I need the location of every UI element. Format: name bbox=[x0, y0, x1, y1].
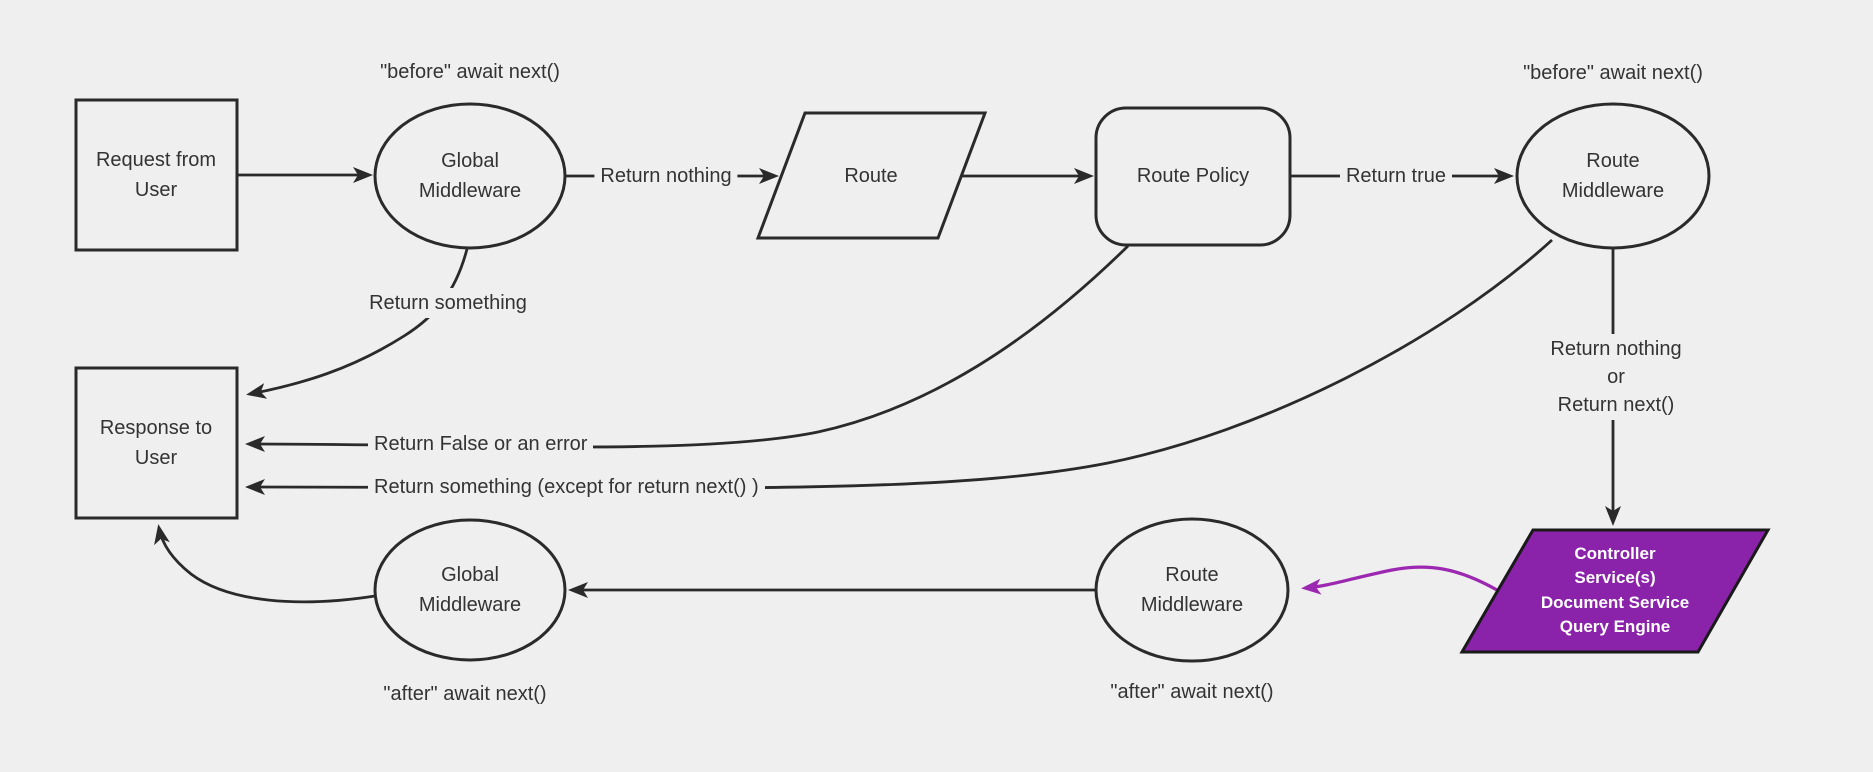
before-await-next-global-annotation: "before" await next() bbox=[380, 61, 560, 83]
route-middleware-top-node-shape bbox=[1515, 102, 1711, 250]
route-policy-node-label: Route Policy bbox=[1136, 165, 1250, 187]
global-middleware-top-node-shape bbox=[373, 102, 567, 250]
global-middleware-bottom-node-shape bbox=[373, 518, 567, 662]
return-nothing-or-next-edge-label: Return nothing or Return next() bbox=[1544, 334, 1688, 420]
request-node-label: Request from User bbox=[95, 149, 217, 201]
request-node-shape bbox=[74, 98, 239, 252]
response-node-label: Response to User bbox=[99, 417, 213, 469]
edge-global-middleware-return-something-to-response bbox=[246, 248, 469, 399]
return-true-edge-label: Return true bbox=[1339, 161, 1453, 191]
route-policy-node-shape bbox=[1094, 106, 1292, 247]
route-middleware-bottom-node-label: Route Middleware bbox=[1140, 564, 1244, 616]
route-middleware-top-node-label: Route Middleware bbox=[1561, 150, 1665, 202]
controller-node-shape bbox=[1459, 528, 1771, 654]
return-false-error-edge-label: Return False or an error bbox=[368, 429, 594, 459]
edge-route-policy-return-false-to-response bbox=[245, 244, 1129, 453]
return-something-except-edge-label: Return something (except for return next… bbox=[368, 472, 765, 502]
response-node-shape bbox=[74, 366, 239, 520]
return-something-edge-label: Return something bbox=[363, 288, 533, 318]
edge-global-middleware-bottom-to-response bbox=[154, 524, 376, 604]
global-middleware-bottom-node-label: Global Middleware bbox=[418, 564, 522, 616]
route-node-label: Route bbox=[844, 165, 898, 187]
after-await-next-route-annotation: "after" await next() bbox=[1110, 681, 1274, 703]
route-node-shape bbox=[755, 111, 988, 240]
controller-node-label: Controller Service(s) Document Service Q… bbox=[1540, 544, 1690, 637]
before-await-next-route-annotation: "before" await next() bbox=[1523, 62, 1703, 84]
after-await-next-global-annotation: "after" await next() bbox=[383, 683, 547, 705]
edge-controller-to-route-middleware-bottom bbox=[1301, 565, 1498, 595]
route-middleware-bottom-node-shape bbox=[1094, 517, 1290, 663]
global-middleware-top-node-label: Global Middleware bbox=[418, 150, 522, 202]
return-nothing-edge-label: Return nothing bbox=[594, 161, 738, 191]
